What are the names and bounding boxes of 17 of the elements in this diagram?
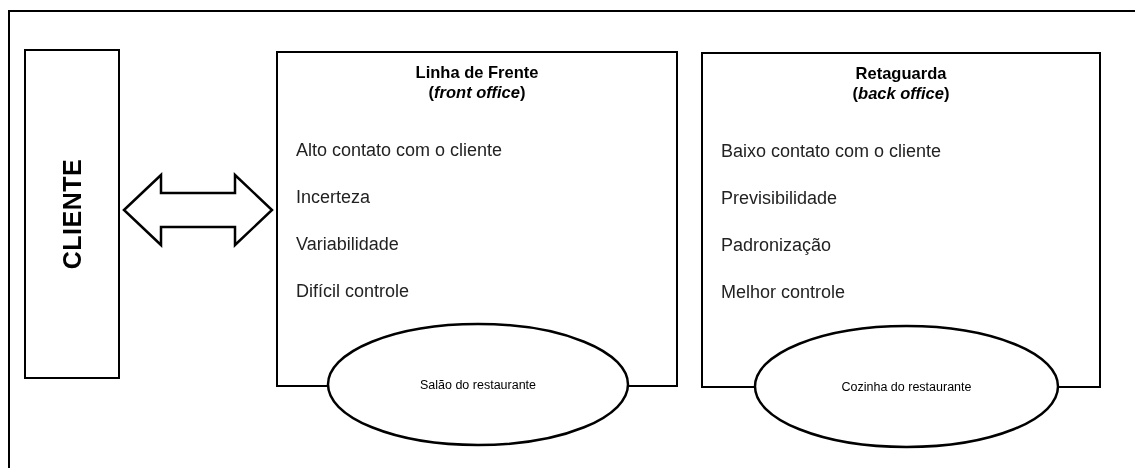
list-item: Alto contato com o cliente <box>296 140 503 161</box>
double-block-arrow <box>122 172 274 248</box>
oval-label: Cozinha do restaurante <box>841 379 972 394</box>
oval-shape <box>754 325 1059 448</box>
box-heading: Retaguarda (back office) <box>851 64 951 104</box>
client-label: CLIENTE <box>57 158 87 270</box>
list-item: Baixo contato com o cliente <box>721 141 942 162</box>
list-item: Variabilidade <box>296 234 399 255</box>
list-item: Previsibilidade <box>721 188 838 209</box>
list-item: Melhor controle <box>721 282 846 303</box>
client-box <box>24 49 120 379</box>
list-item: Difícil controle <box>296 281 410 302</box>
oval-shape <box>327 323 629 446</box>
box-heading: Linha de Frente (front office) <box>414 63 540 103</box>
list-item: Padronização <box>721 235 832 256</box>
oval-label: Salão do restaurante <box>419 377 537 392</box>
list-item: Incerteza <box>296 187 371 208</box>
